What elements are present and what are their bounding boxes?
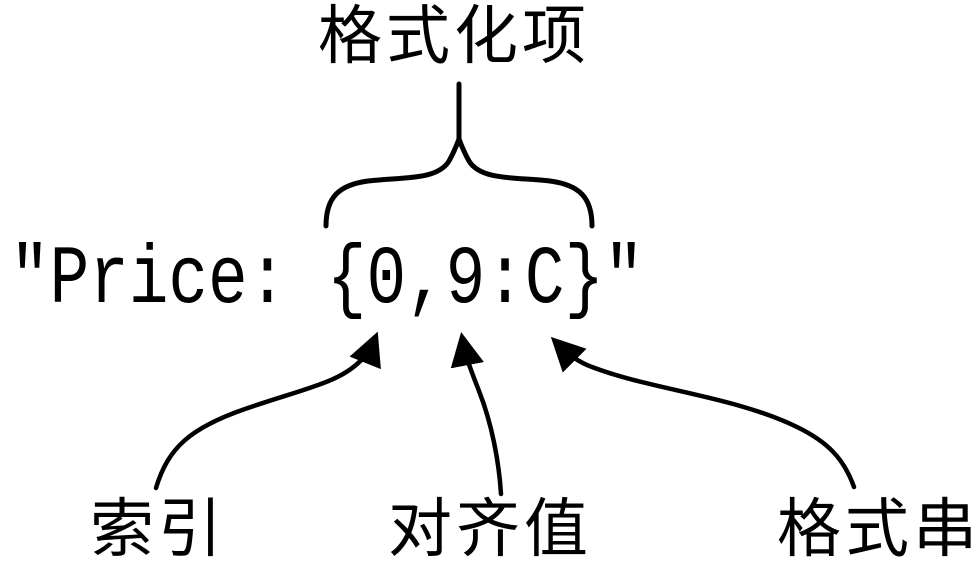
top-label: 格式化项 <box>318 1 590 72</box>
format-label: 格式串 <box>777 494 980 565</box>
alignment-arrow <box>450 332 504 497</box>
index-label: 索引 <box>90 494 226 565</box>
code-text: "Price: {0,9:C}" <box>10 233 644 327</box>
format-arrow <box>550 336 857 490</box>
index-arrow <box>153 331 381 491</box>
over-brace <box>323 131 595 229</box>
alignment-label: 对齐值 <box>388 494 592 565</box>
